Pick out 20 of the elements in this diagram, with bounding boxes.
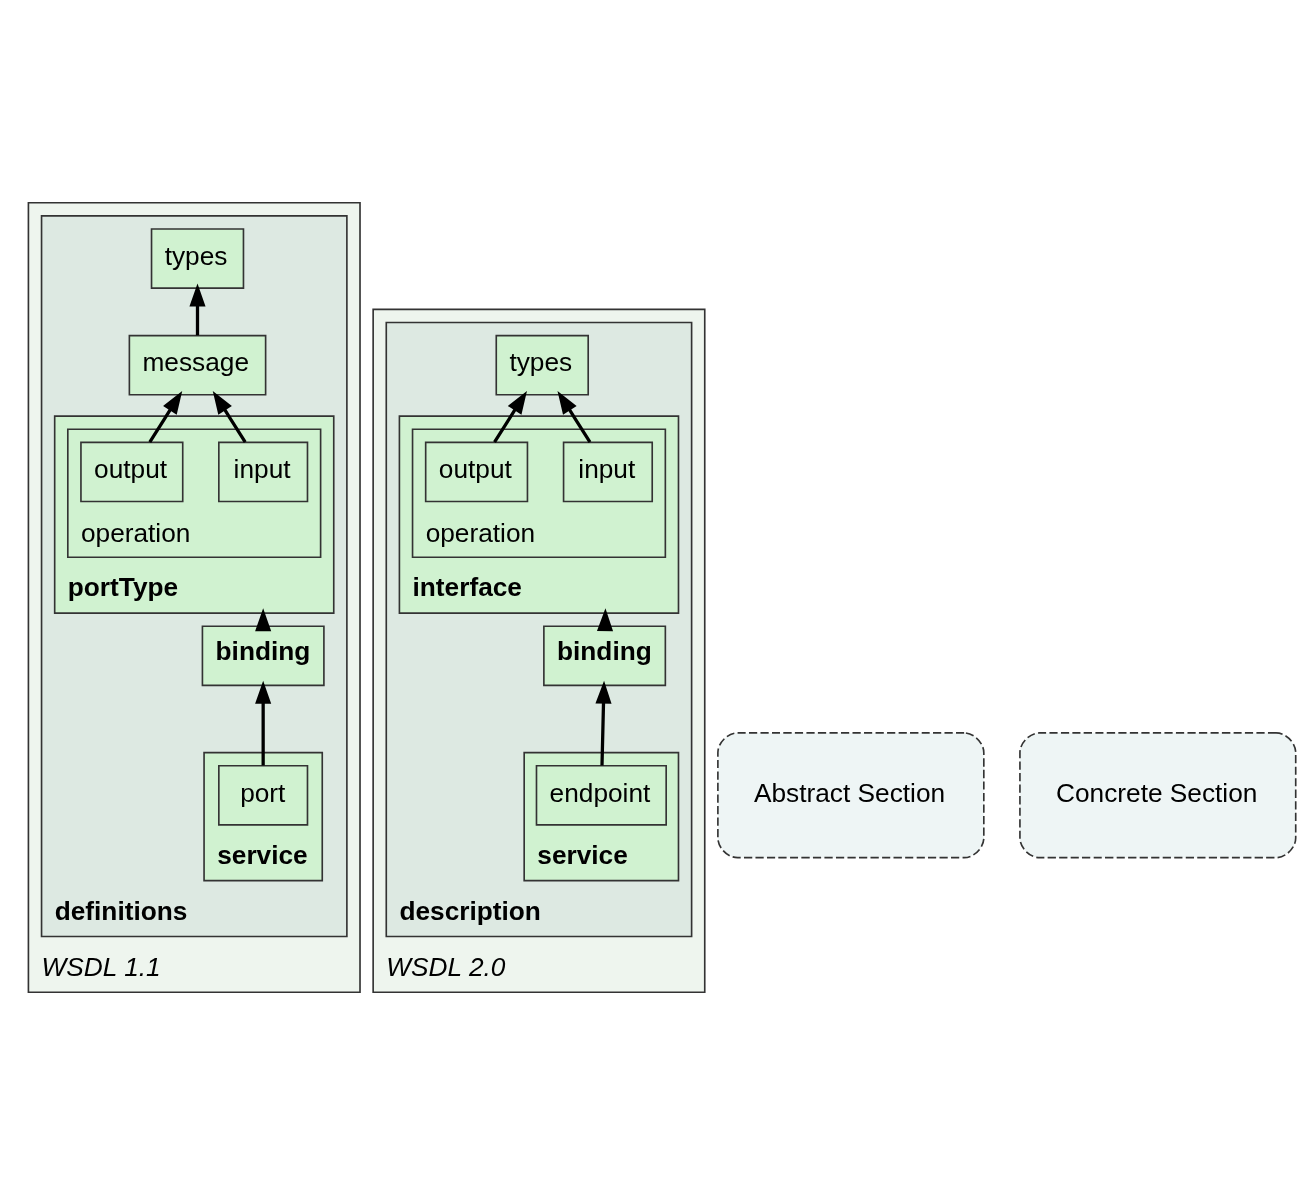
- node-box: message: [128, 334, 267, 396]
- node-box: output: [424, 441, 529, 503]
- arrow: [596, 608, 614, 632]
- arrow: [255, 608, 272, 632]
- node-box: types: [150, 228, 245, 289]
- arrow: [595, 680, 612, 766]
- node-box: endpoint: [535, 764, 667, 826]
- node-box: input: [218, 441, 309, 503]
- node-box: output: [80, 441, 184, 503]
- arrow: [557, 390, 592, 443]
- node-box: types: [495, 334, 590, 396]
- arrow: [255, 680, 272, 766]
- arrow: [148, 390, 183, 443]
- arrow: [212, 390, 247, 443]
- node-box: port: [218, 764, 309, 826]
- arrow: [189, 283, 206, 336]
- node-box: Concrete Section: [1019, 732, 1297, 859]
- node-box: input: [562, 441, 654, 503]
- arrow: [493, 390, 527, 443]
- node-box: Abstract Section: [717, 732, 985, 859]
